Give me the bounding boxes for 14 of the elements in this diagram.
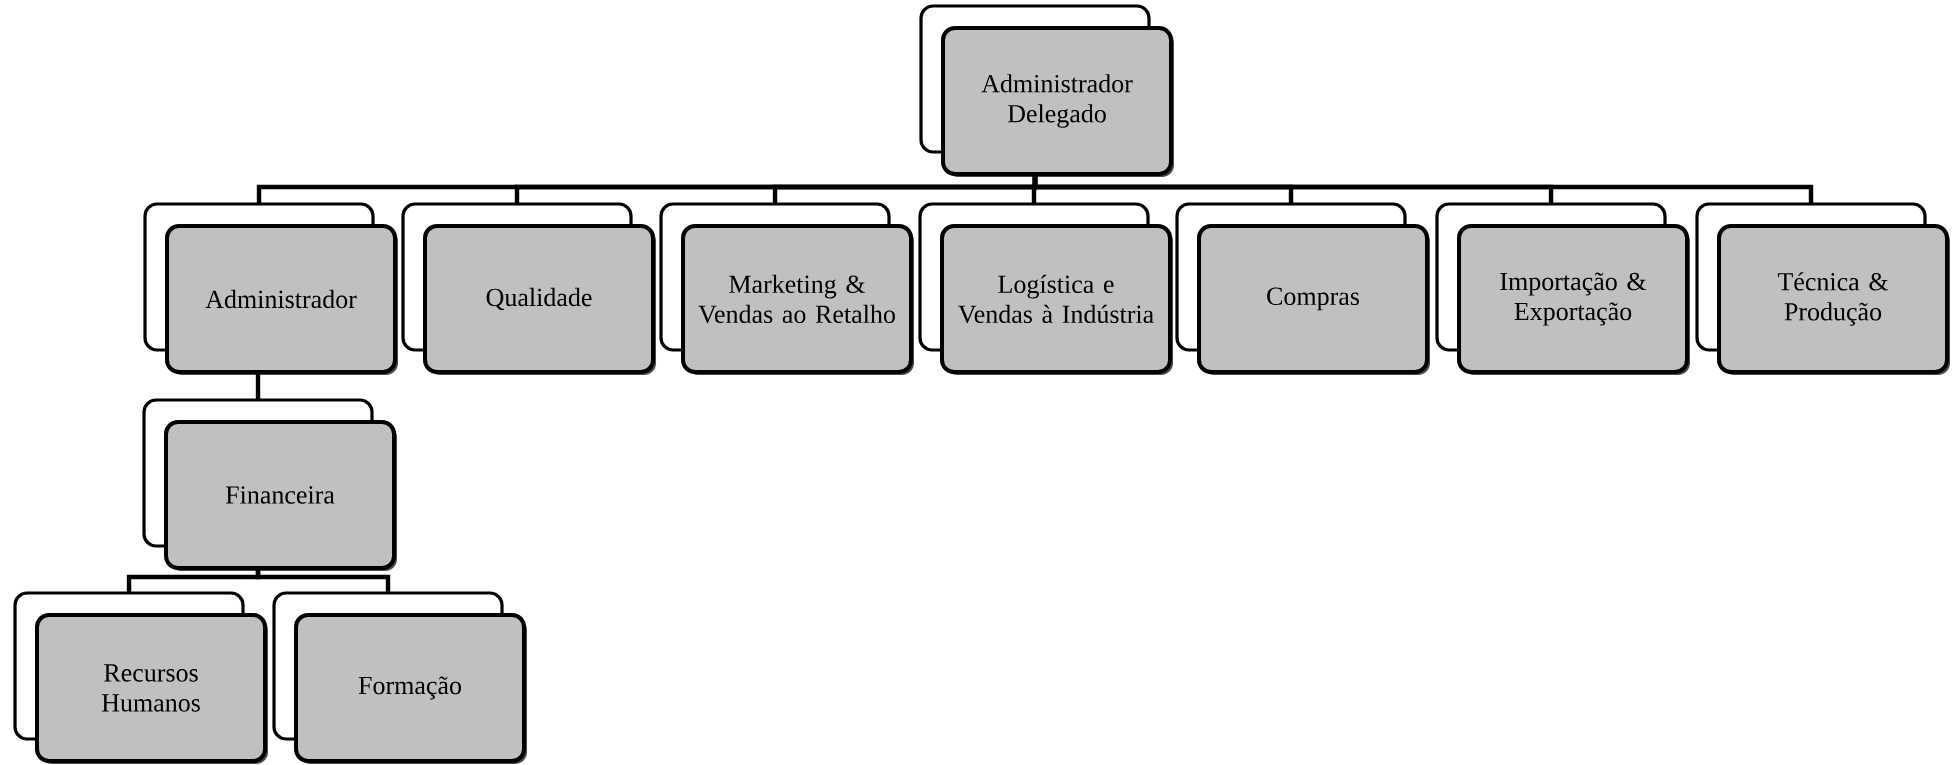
org-box: Administrador xyxy=(143,202,398,375)
org-box: Técnica & Produção xyxy=(1695,202,1950,375)
org-box: Compras xyxy=(1175,202,1430,375)
org-box: Marketing & Vendas ao Retalho xyxy=(659,202,914,375)
org-box: Administrador Delegado xyxy=(919,4,1174,177)
org-box: Logística e Vendas à Indústria xyxy=(918,202,1173,375)
org-box: Importação & Exportação xyxy=(1435,202,1690,375)
connector-line xyxy=(255,570,391,593)
connector-line xyxy=(1032,176,1814,204)
org-box: Qualidade xyxy=(401,202,656,375)
org-box: Formação xyxy=(272,591,527,764)
connector-line xyxy=(255,374,261,400)
org-box: Financeira xyxy=(142,398,397,571)
org-box: Recursos Humanos xyxy=(13,591,268,764)
